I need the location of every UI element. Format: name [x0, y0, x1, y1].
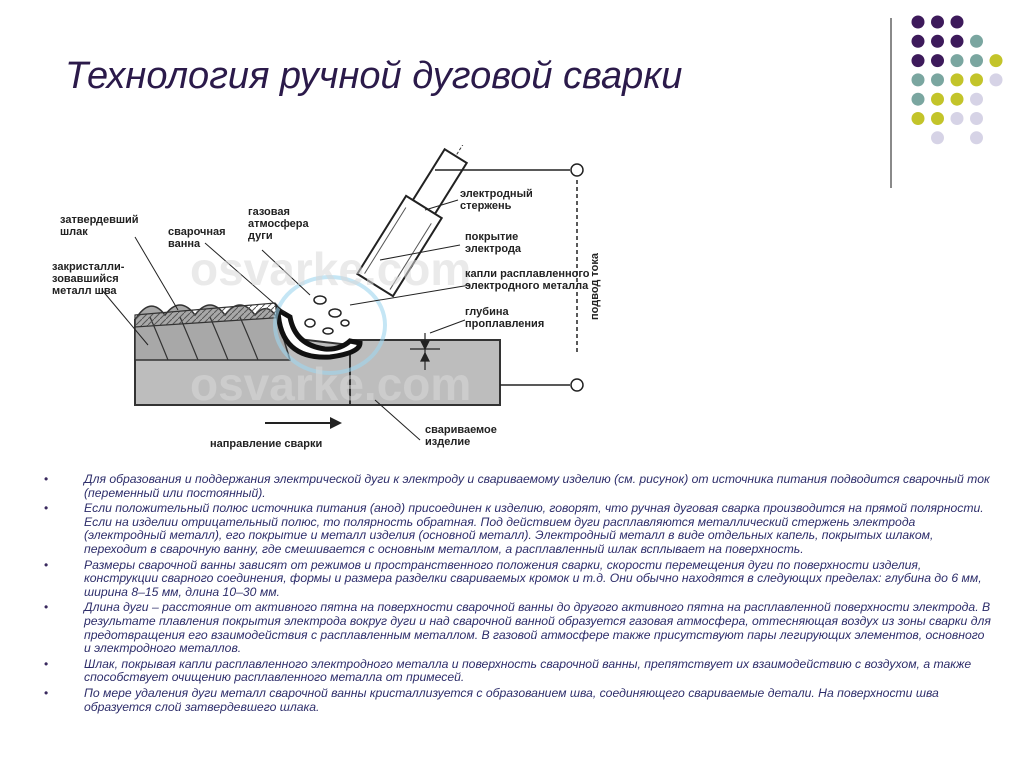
- decorative-dot: [911, 73, 925, 87]
- decorative-dot: [911, 92, 925, 106]
- bullet-item: • Если положительный полюс источника пита…: [42, 501, 992, 556]
- workpiece-right: [349, 339, 501, 406]
- decorative-dot: [970, 73, 983, 87]
- bullet-item: • Длина дуги – расстояние от активного пя…: [42, 601, 992, 655]
- decorative-dot: [950, 15, 964, 29]
- bullet-item: • По мере удаления дуги металл сварочной …: [42, 685, 992, 714]
- bullet-item: • Шлак, покрывая капли расплавленного эле…: [42, 656, 992, 685]
- bullet-item: • Размеры сварочной ванны зависят от режи…: [42, 557, 992, 600]
- decorative-dot: [950, 73, 964, 87]
- bullet-marker: •: [44, 685, 49, 700]
- bullet-text: Размеры сварочной ванны зависят от режим…: [84, 557, 982, 599]
- decorative-dot: [931, 92, 944, 106]
- droplets: [304, 295, 350, 335]
- decorative-dot: [931, 15, 944, 29]
- decorative-dot: [911, 112, 925, 125]
- bullet-marker: •: [44, 501, 49, 516]
- bullet-text: Для образования и поддержания электричес…: [84, 472, 990, 500]
- decorative-dot: [950, 34, 964, 48]
- decorative-divider-line: [890, 18, 892, 188]
- bullet-text: Шлак, покрывая капли расплавленного элек…: [84, 656, 972, 685]
- decorative-dot: [931, 34, 944, 48]
- decorative-dot: [970, 92, 983, 106]
- bullet-marker: •: [44, 600, 49, 615]
- direction-arrow: [265, 417, 342, 429]
- decorative-dot: [931, 112, 944, 125]
- decorative-dot: [970, 131, 983, 145]
- bullet-marker: •: [44, 656, 49, 671]
- label-direction: направление сварки: [210, 438, 322, 450]
- decorative-dot: [931, 54, 944, 68]
- decorative-dot: [931, 73, 944, 87]
- penetration-marker: [410, 333, 440, 370]
- bullet-item: • Для образования и поддержания электриче…: [42, 472, 992, 500]
- decorative-dot: [911, 15, 925, 29]
- leader-lines: [101, 199, 471, 441]
- label-current: подвод тока: [589, 252, 601, 320]
- decorative-dot: [970, 34, 983, 48]
- bullet-marker: •: [44, 557, 49, 572]
- bullet-marker: •: [44, 472, 49, 486]
- bullet-text: Если положительный полюс источника питан…: [84, 501, 984, 556]
- decorative-dot-grid: [911, 15, 1003, 145]
- decorative-dot: [989, 54, 1003, 68]
- decorative-dot: [989, 73, 1003, 87]
- decorative-dot: [931, 131, 944, 145]
- current-supply: [435, 163, 584, 392]
- decorative-dot: [950, 92, 964, 106]
- bullet-text: По мере удаления дуги металл сварочной в…: [84, 685, 939, 714]
- arc-glow: [273, 275, 387, 375]
- decorative-dot: [970, 54, 983, 68]
- decorative-dot: [950, 54, 964, 68]
- decorative-dot: [970, 112, 983, 125]
- slide-title: Технология ручной дуговой сварки: [65, 55, 683, 97]
- decorative-dot: [911, 54, 925, 68]
- decorative-dot: [911, 34, 925, 48]
- decorative-dot: [950, 112, 964, 125]
- bullet-text: Длина дуги – расстояние от активного пят…: [84, 600, 991, 656]
- weld-pool: [275, 305, 363, 360]
- bullet-list: • Для образования и поддержания электриче…: [42, 472, 992, 716]
- watermark-top: osvarke.com: [190, 243, 471, 295]
- watermark-bottom: osvarke.com: [190, 358, 471, 410]
